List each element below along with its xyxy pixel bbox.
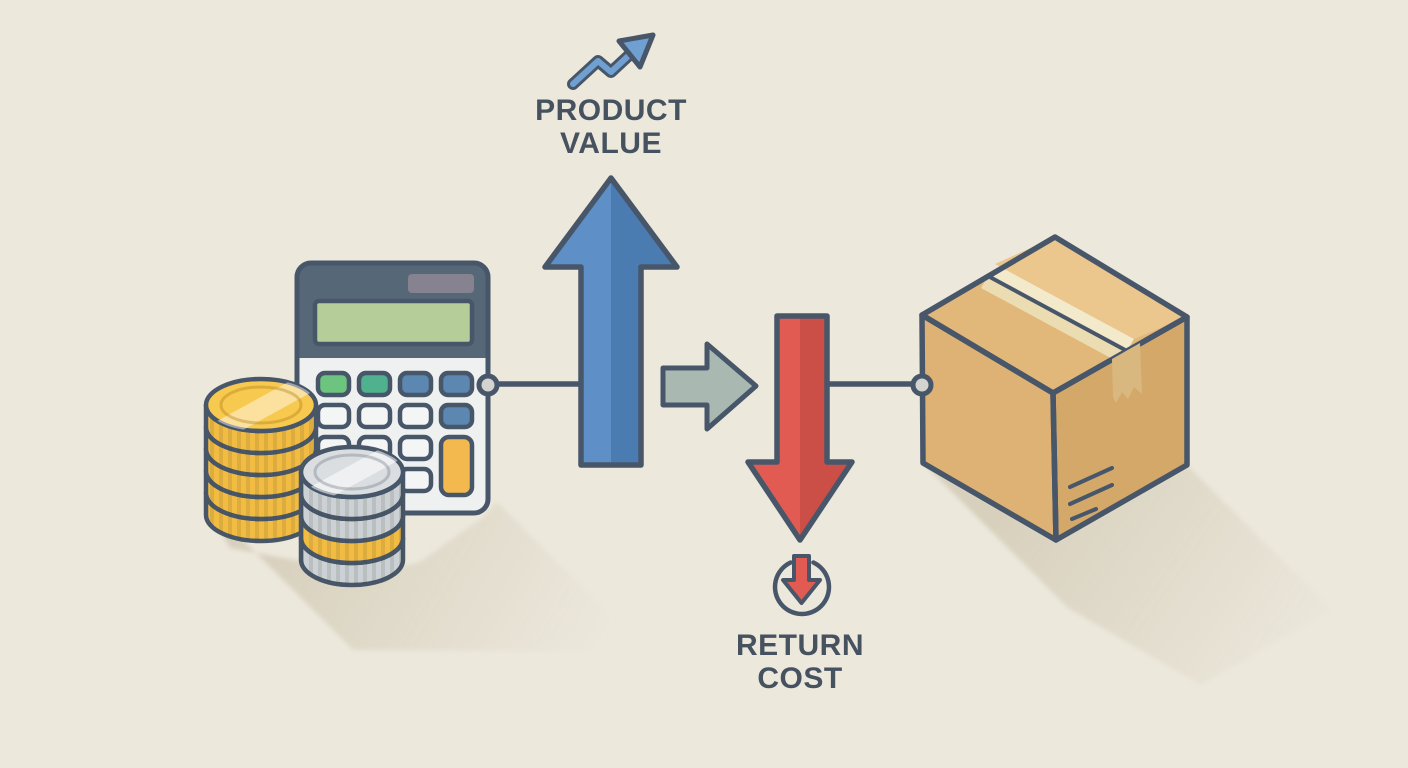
circled-down-arrow-icon [772, 554, 832, 617]
calculator-solar-panel [408, 274, 474, 293]
gold-coin-stack-icon [203, 376, 319, 544]
gold-coin-face [203, 376, 319, 434]
box-right-face [1053, 317, 1187, 540]
product-value-label: PRODUCT VALUE [535, 94, 687, 160]
box-texture-lines [1068, 466, 1114, 521]
up-arrow-icon [542, 175, 680, 468]
trend-up-arrow-icon [567, 32, 656, 90]
silver-coin-stack-icon [298, 444, 406, 588]
package-box-icon [919, 234, 1190, 543]
calculator-coins-shadow [203, 500, 647, 652]
calculator-display [312, 298, 475, 347]
long-shadows [203, 463, 1332, 685]
box-hanging-tape [1112, 343, 1142, 403]
return-cost-label: RETURN COST [736, 629, 864, 695]
connector-line [476, 373, 934, 397]
box-shadow [923, 463, 1332, 685]
connector-node-right [910, 373, 934, 397]
calculator-icon [294, 260, 491, 516]
down-arrow-icon [745, 313, 855, 543]
box-left-face [922, 315, 1056, 540]
connector-node-left [476, 373, 500, 397]
box-tape [988, 264, 1134, 351]
right-arrow-icon [660, 341, 759, 432]
